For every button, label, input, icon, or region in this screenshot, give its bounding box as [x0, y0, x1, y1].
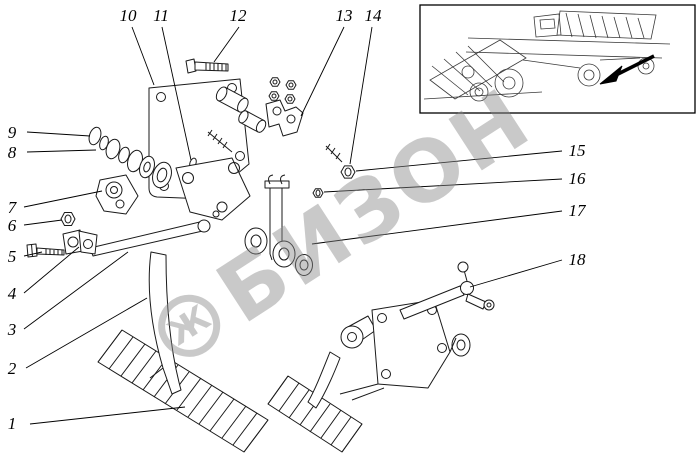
part-spring-finger-band-left	[97, 329, 269, 453]
leader-line-6	[23, 219, 63, 226]
callout-17: 17	[568, 201, 586, 220]
part-pedal-arm	[148, 251, 182, 395]
leader-line-13	[300, 26, 345, 117]
leader-lines	[23, 26, 563, 425]
leader-line-10	[131, 26, 155, 86]
part-hex-nut-right	[340, 165, 356, 179]
callout-16: 16	[568, 169, 586, 188]
part-clevis	[62, 229, 98, 255]
leader-line-1	[29, 406, 186, 425]
callout-3: 3	[7, 320, 17, 339]
callout-2: 2	[7, 359, 17, 378]
part-bushings	[189, 86, 267, 169]
part-bell-crank	[175, 157, 251, 221]
machine-overview-inset	[419, 4, 696, 114]
callout-15: 15	[568, 141, 586, 160]
part-nut-cluster	[268, 77, 297, 104]
part-stud	[325, 143, 343, 163]
part-bearing-rings	[244, 227, 313, 276]
part-washer-stack	[88, 126, 172, 189]
part-right-lever-assembly	[307, 261, 495, 409]
callout-11: 11	[153, 6, 169, 25]
part-pivot-bracket	[95, 174, 139, 215]
leader-line-3	[23, 251, 129, 330]
callout-10: 10	[119, 6, 137, 25]
callout-7: 7	[7, 198, 17, 217]
leader-line-16	[323, 178, 563, 193]
callout-12: 12	[229, 6, 247, 25]
leader-line-9	[26, 131, 91, 137]
leader-line-15	[355, 150, 563, 172]
leader-line-11	[161, 26, 192, 161]
part-small-nut	[312, 188, 324, 198]
leader-line-17	[311, 210, 563, 245]
leader-line-7	[23, 190, 103, 208]
leader-line-12	[213, 26, 240, 63]
leader-line-18	[469, 259, 563, 288]
location-arrow-icon	[599, 54, 655, 85]
callout-1: 1	[7, 414, 17, 433]
part-bolt	[185, 58, 229, 74]
callout-9: 9	[7, 123, 17, 142]
leader-line-8	[26, 149, 97, 153]
callout-8: 8	[7, 143, 17, 162]
leader-line-5	[23, 251, 43, 257]
part-spring-finger-band-right	[267, 375, 363, 453]
part-lever-link	[89, 219, 211, 257]
callout-18: 18	[568, 250, 586, 269]
leader-line-2	[25, 297, 148, 369]
callout-5: 5	[7, 247, 17, 266]
callout-4: 4	[7, 284, 17, 303]
part-bolt-small	[26, 243, 65, 258]
callout-6: 6	[7, 216, 17, 235]
callout-13: 13	[335, 6, 353, 25]
leader-line-4	[23, 246, 80, 294]
part-coupling-fork	[265, 99, 304, 137]
callout-14: 14	[364, 6, 382, 25]
part-hex-nut	[60, 212, 76, 226]
leader-line-14	[349, 26, 373, 165]
